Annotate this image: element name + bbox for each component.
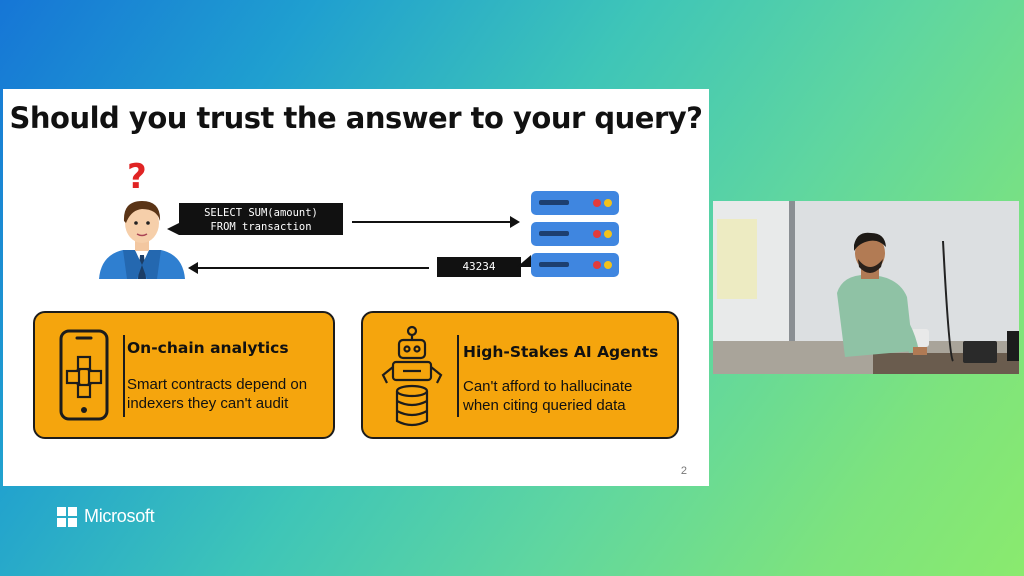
card-divider bbox=[457, 335, 459, 417]
card-onchain-analytics: On-chain analytics Smart contracts depen… bbox=[33, 311, 335, 439]
query-speech-bubble: SELECT SUM(amount) FROM transaction bbox=[167, 203, 343, 235]
question-mark-icon: ? bbox=[127, 157, 147, 197]
arrow-left-icon bbox=[188, 262, 429, 274]
query-line-1: SELECT SUM(amount) bbox=[204, 207, 318, 219]
server-icon bbox=[531, 191, 619, 277]
card-description: Smart contracts depend on indexers they … bbox=[127, 375, 307, 413]
slide-title: Should you trust the answer to your quer… bbox=[9, 101, 703, 135]
speaker-video-image bbox=[713, 201, 1019, 374]
card-description-line-1: Smart contracts depend on bbox=[127, 376, 308, 393]
windows-logo-icon bbox=[57, 506, 77, 527]
robot-database-icon bbox=[381, 325, 443, 427]
card-description-line-2: when citing queried data bbox=[463, 397, 626, 414]
card-ai-agents: High-Stakes AI Agents Can't afford to ha… bbox=[361, 311, 679, 439]
card-title: On-chain analytics bbox=[127, 339, 289, 357]
slide-page-number: 2 bbox=[680, 465, 687, 477]
card-title: High-Stakes AI Agents bbox=[463, 343, 659, 361]
phone-blockchain-icon bbox=[59, 329, 109, 421]
logo-text: Microsoft bbox=[84, 506, 155, 526]
card-description-line-1: Can't afford to hallucinate bbox=[463, 378, 633, 395]
card-description-line-2: indexers they can't audit bbox=[127, 395, 289, 412]
card-description: Can't afford to hallucinate when citing … bbox=[463, 377, 632, 415]
arrow-right-icon bbox=[352, 216, 520, 228]
speaker-video-feed bbox=[713, 201, 1019, 374]
person-icon bbox=[99, 201, 185, 279]
query-line-2: FROM transaction bbox=[210, 221, 312, 233]
result-speech-bubble: 43234 bbox=[437, 255, 531, 277]
presentation-slide: Should you trust the answer to your quer… bbox=[3, 89, 709, 486]
microsoft-logo: Microsoft bbox=[57, 506, 155, 527]
card-divider bbox=[123, 335, 125, 417]
